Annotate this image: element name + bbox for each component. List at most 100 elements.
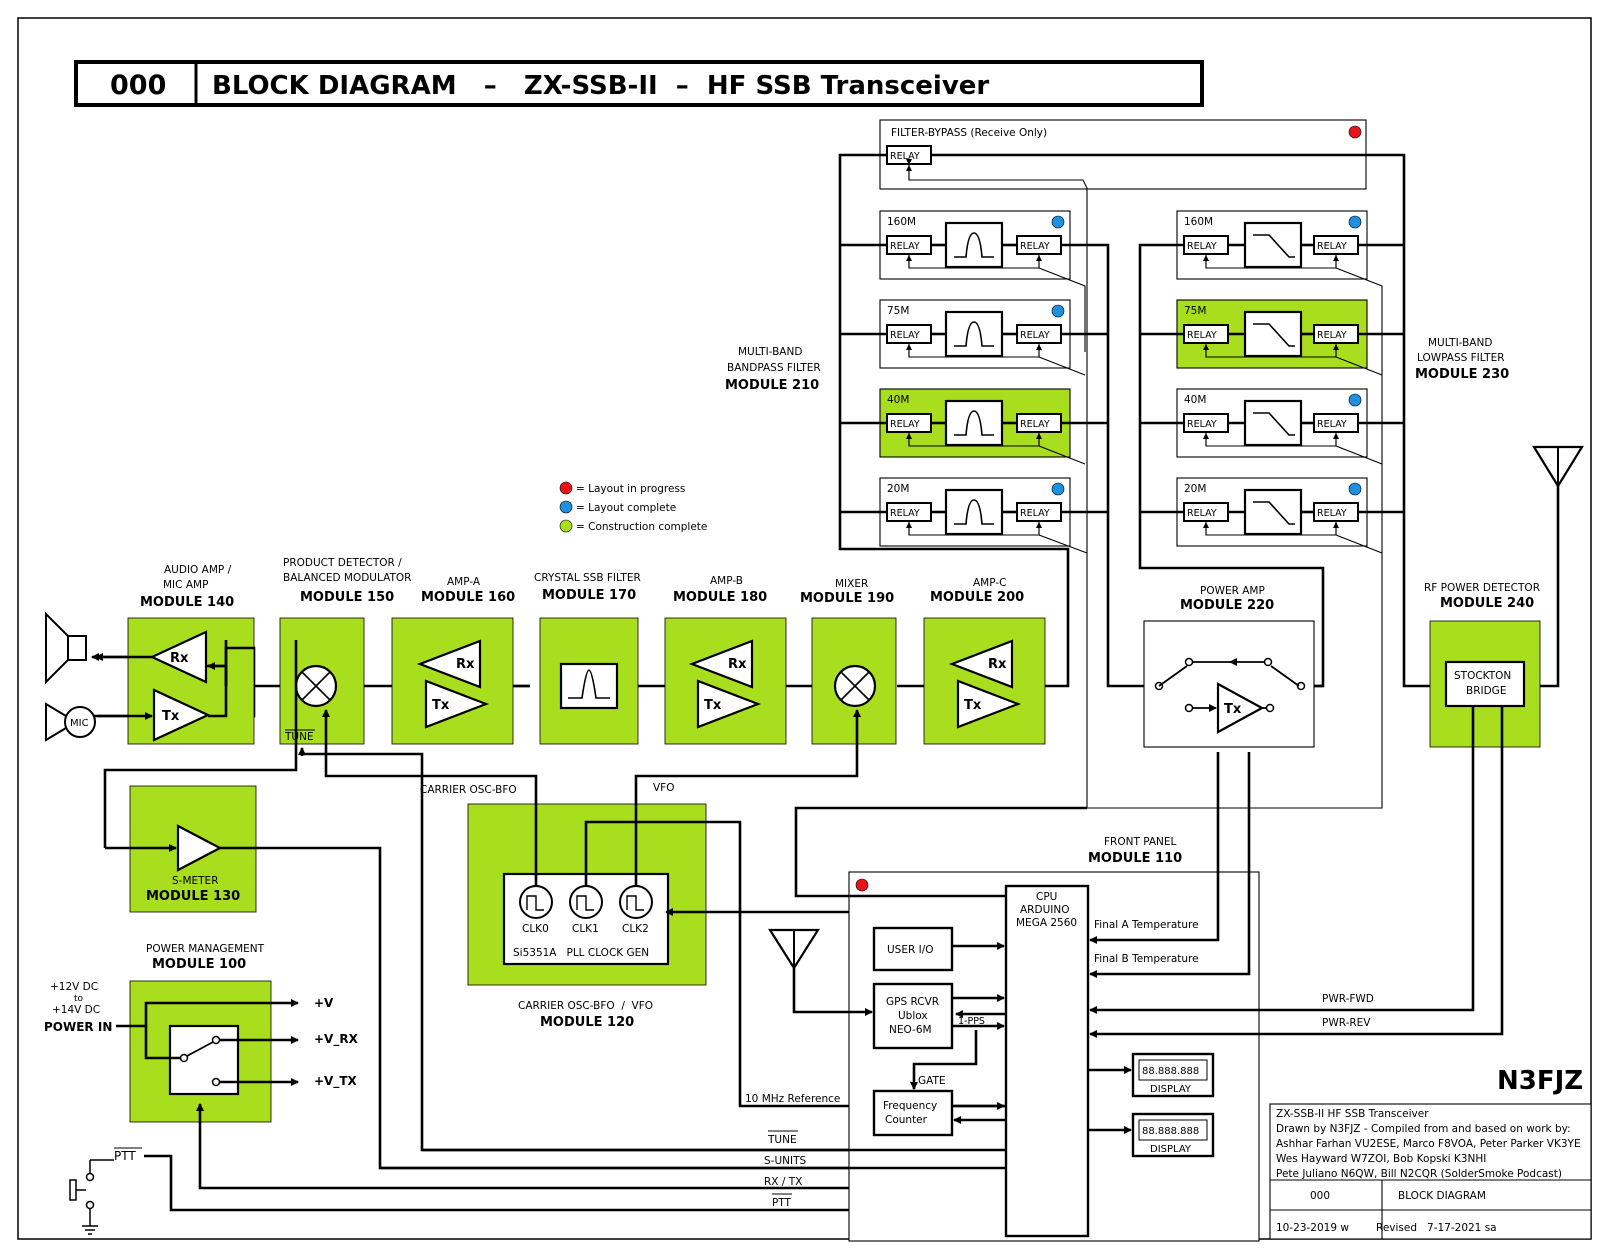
bottom-signal-wires — [380, 1148, 1006, 1170]
callsign: N3FJZ — [1497, 1066, 1583, 1096]
userio-label: USER I/O — [887, 944, 934, 956]
power-v: +V — [314, 996, 334, 1010]
pa-label: POWER AMP — [1200, 585, 1265, 597]
gps-label-1: GPS RCVR — [886, 996, 939, 1008]
front-panel-wires — [792, 706, 1504, 1134]
audio-label-1: AUDIO AMP / — [164, 564, 232, 576]
display-1-value: 88.888.888 — [1142, 1066, 1199, 1077]
clk2-label: CLK2 — [622, 923, 649, 935]
tb-line-5: Pete Juliano N6QW, Bill N2CQR (SolderSmo… — [1276, 1168, 1562, 1180]
xtal-label: CRYSTAL SSB FILTER — [534, 572, 641, 584]
legend: = Layout in progress = Layout complete =… — [559, 481, 707, 533]
vfo-label: VFO — [653, 782, 675, 794]
bottom-signal-labels: TUNE S-UNITS RX / TX PTT — [764, 1130, 807, 1209]
clk0-label: CLK0 — [522, 923, 549, 935]
rfdet-module: MODULE 240 — [1440, 596, 1534, 611]
module-150-product-detector: PRODUCT DETECTOR / BALANCED MODULATOR MO… — [279, 557, 411, 745]
front-module: MODULE 110 — [1088, 851, 1182, 866]
lpf-75m-relay-out: RELAY — [1317, 330, 1347, 341]
module-170-crystal-filter: CRYSTAL SSB FILTER MODULE 170 — [534, 572, 641, 745]
tb-line-2: Drawn by N3FJZ - Compiled from and based… — [1276, 1123, 1571, 1135]
mic-label: MIC — [70, 718, 89, 729]
power-in-3: +14V DC — [52, 1004, 100, 1016]
cpu-label-2: ARDUINO — [1020, 904, 1069, 916]
pa-tx: Tx — [1224, 702, 1242, 717]
lpf-20m-band: 20M — [1184, 483, 1206, 495]
lpf-40m-relay-in: RELAY — [1187, 419, 1217, 430]
ampa-module: MODULE 160 — [421, 590, 515, 605]
ampa-rx: Rx — [456, 657, 475, 672]
lpf-20m-status-blue-icon — [1348, 482, 1362, 496]
bypass-status-red-icon — [1348, 125, 1362, 139]
finB-label: Final B Temperature — [1094, 953, 1199, 965]
legend-blue-dot — [559, 500, 573, 514]
antenna-icon — [1532, 445, 1584, 489]
relay-control-arrows — [906, 165, 1339, 535]
ampa-tx: Tx — [432, 698, 450, 713]
module-100-power-management: POWER MANAGEMENT MODULE 100 +12V DC to +… — [44, 943, 359, 1123]
display-2: 88.888.888 DISPLAY — [1131, 1112, 1215, 1158]
bridge-label-1: STOCKTON — [1454, 670, 1511, 682]
display-1-label: DISPLAY — [1150, 1084, 1192, 1095]
drawing-border — [17, 17, 1592, 1240]
bpf-label-1: MULTI-BAND — [738, 346, 802, 358]
ptt-switch-icon: PTT — [69, 1147, 142, 1235]
lpf-module: MODULE 230 — [1415, 367, 1509, 382]
tb-line-1: ZX-SSB-II HF SSB Transceiver — [1276, 1108, 1429, 1120]
clock-chip-label: Si5351A PLL CLOCK GEN — [513, 947, 649, 959]
sunits-signal-label: S-UNITS — [764, 1155, 807, 1167]
tune-signal-label: TUNE — [767, 1134, 797, 1146]
lpf-75m-relay-in: RELAY — [1187, 330, 1217, 341]
bpf-75m-band: 75M — [887, 305, 909, 317]
clk0-icon — [519, 885, 553, 919]
bypass-relay-label: RELAY — [890, 151, 920, 162]
bpf-160m-relay-in: RELAY — [890, 241, 920, 252]
mixer-label: MIXER — [835, 578, 868, 590]
bpf-160m-relay-out: RELAY — [1020, 241, 1050, 252]
power-wires — [116, 999, 1003, 1190]
lpf-20m-relay-in: RELAY — [1187, 508, 1217, 519]
product-label-2: BALANCED MODULATOR — [283, 572, 411, 584]
bpf-20m-relay-in: RELAY — [890, 508, 920, 519]
ampb-rx: Rx — [728, 657, 747, 672]
gps-label-2: Ublox — [898, 1010, 928, 1022]
power-vrx: +V_RX — [314, 1032, 359, 1047]
pps-label: 1-PPS — [958, 1016, 985, 1027]
lpf-label-2: LOWPASS FILTER — [1417, 352, 1505, 364]
bpf-40m-band: 40M — [887, 394, 909, 406]
clk1-icon — [569, 885, 603, 919]
product-tune-label: TUNE — [284, 731, 314, 743]
lpf-160m-band: 160M — [1184, 216, 1213, 228]
clock-label: CARRIER OSC-BFO / VFO — [518, 1000, 653, 1012]
product-module: MODULE 150 — [300, 590, 394, 605]
speaker-icon — [45, 611, 87, 685]
audio-module: MODULE 140 — [140, 595, 234, 610]
ampc-tx: Tx — [964, 698, 982, 713]
lpf-75m-band: 75M — [1184, 305, 1206, 317]
legend-red-dot — [559, 481, 573, 495]
clock-module: MODULE 120 — [540, 1015, 634, 1030]
module-220-power-amp: POWER AMP MODULE 220 Tx — [1143, 585, 1315, 748]
ptt-wire — [144, 1154, 1003, 1212]
fc-label-2: Counter — [885, 1114, 928, 1126]
bpf-160m-status-blue-icon — [1051, 215, 1065, 229]
tb-number: 000 — [1310, 1190, 1330, 1202]
title-number: 000 — [110, 70, 166, 101]
legend-red-label: = Layout in progress — [576, 483, 685, 495]
ptt-switch-label: PTT — [114, 1149, 136, 1163]
mic-icon: MIC — [45, 702, 96, 742]
title-bar: 000 BLOCK DIAGRAM – ZX-SSB-II – HF SSB T… — [74, 60, 1204, 107]
ampb-module: MODULE 180 — [673, 590, 767, 605]
display-2-label: DISPLAY — [1150, 1144, 1192, 1155]
module-200-amp-c: AMP-C MODULE 200 Rx Tx — [923, 577, 1046, 745]
clock-wires — [298, 709, 1003, 1152]
power-vtx: +V_TX — [314, 1074, 358, 1089]
smeter-module: MODULE 130 — [146, 889, 240, 904]
tb-revised: Revised 7-17-2021 sa — [1376, 1222, 1497, 1234]
cpu-label-1: CPU — [1036, 891, 1057, 903]
ampc-module: MODULE 200 — [930, 590, 1024, 605]
module-120-clock: CLK0 CLK1 CLK2 Si5351A PLL CLOCK GEN CAR… — [420, 782, 707, 1030]
bpf-label-2: BANDPASS FILTER — [727, 362, 821, 374]
audio-wires — [95, 640, 254, 720]
bridge-label-2: BRIDGE — [1466, 685, 1506, 697]
